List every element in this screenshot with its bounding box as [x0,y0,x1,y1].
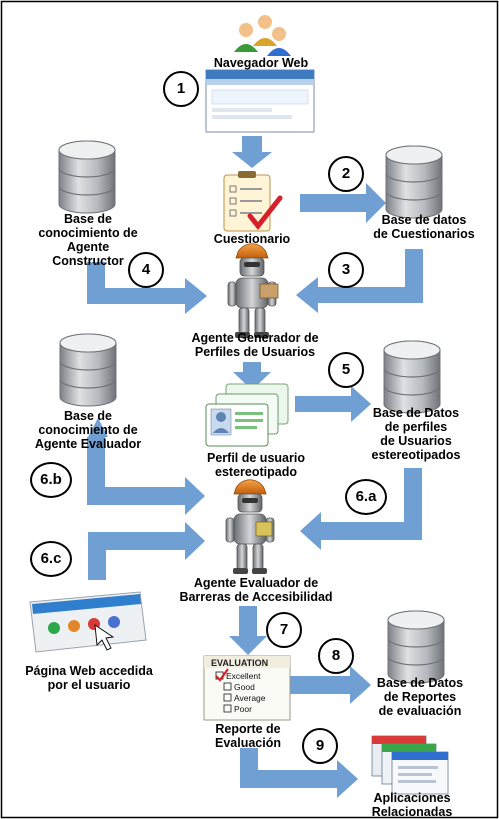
step-badge-6a: 6.a [345,479,387,515]
label-bc-constructor: Base de conocimiento de Agente Construct… [38,212,138,268]
database-icon-cuestionarios [385,145,443,219]
label-bc-evaluador: Base de conocimiento de Agente Evaluador [34,409,142,451]
evaluation-option-1: Good [234,682,255,692]
applications-windows-icon [371,735,449,795]
web-page-screen-icon [29,591,147,653]
label-navegador-web: Navegador Web [213,56,309,70]
evaluation-option-0: Excellent [226,671,261,681]
label-reporte-evaluacion: Reporte de Evaluación [215,722,281,750]
arrow-6a [300,468,422,550]
label-perfil-usuario: Perfil de usuario estereotipado [207,451,305,479]
users-icon [234,15,291,56]
arrow-6c [88,522,205,580]
step-badge-2: 2 [328,156,364,192]
evaluation-option-3: Poor [234,704,252,714]
robot-prop-generador [259,283,279,299]
arrow-8 [290,666,371,704]
label-bd-cuestionarios: Base de datos de Cuestionarios [373,213,475,241]
label-bd-reportes: Base de Datos de Reportes de evaluación [376,676,464,718]
clipboard-checklist-icon [223,171,283,232]
step-badge-4: 4 [128,252,164,288]
label-cuestionario: Cuestionario [213,232,291,246]
step-badge-9: 9 [302,728,338,764]
label-agente-evaluador: Agente Evaluador de Barreras de Accesibi… [179,576,333,604]
step-badge-6c: 6.c [30,541,72,577]
arrow-5 [295,386,371,422]
arrow-navegador-cuestionario [232,136,272,168]
arrow-3 [296,249,423,313]
database-icon-evaluador [59,333,117,407]
arrow-9 [240,748,358,798]
database-icon-constructor [58,140,116,214]
label-bd-perfiles: Base de Datos de perfiles de Usuarios es… [371,406,461,462]
arrow-7 [229,606,267,655]
evaluation-sheet-title: EVALUATION [211,658,268,668]
evaluation-option-2: Average [234,693,266,703]
flow-arrows [87,136,423,798]
label-aplicaciones: Aplicaciones Relacionadas [371,791,453,819]
arrow-generador-perfil [233,362,271,390]
evaluation-sheet-icon: EVALUATION Excellent Good Average Poor [203,655,291,721]
database-icon-reportes [387,610,445,684]
browser-window-icon [205,69,315,133]
arrow-2 [300,183,386,223]
label-pagina-web: Página Web accedida por el usuario [25,664,153,692]
robot-prop-evaluador [255,521,273,537]
step-badge-8: 8 [318,638,354,674]
step-badge-5: 5 [328,352,364,388]
arrow-4 [87,262,207,314]
step-badge-1: 1 [163,71,199,107]
step-badge-3: 3 [328,252,364,288]
database-icon-perfiles [383,340,441,414]
profile-cards-icon [205,383,289,447]
arrow-6b [87,418,205,515]
label-agente-generador: Agente Generador de Perfiles de Usuarios [191,331,319,359]
step-badge-7: 7 [266,612,302,648]
step-badge-6b: 6.b [30,462,72,498]
